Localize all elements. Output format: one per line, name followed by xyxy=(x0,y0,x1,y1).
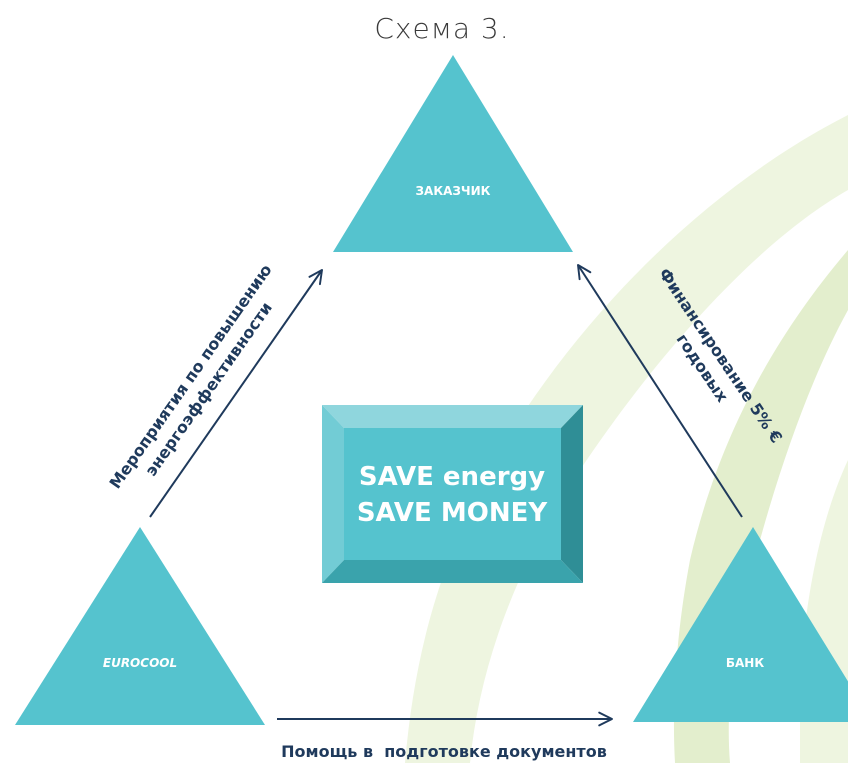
bevel-left-face xyxy=(322,405,344,583)
edge-label-bottom: Помощь в подготовке документов xyxy=(281,742,607,761)
edge-label-left: Мероприятия по повышению энергоэффективн… xyxy=(106,261,276,493)
arrow-eurocool-to-customer xyxy=(149,269,323,518)
leaf-shape-outer xyxy=(405,115,848,763)
bevel-bottom-face xyxy=(322,560,583,583)
node-eurocool-label: EUROCOOL xyxy=(103,656,177,670)
triangle-customer-shape xyxy=(333,55,573,252)
node-customer-label: ЗАКАЗЧИК xyxy=(416,184,491,198)
triangle-eurocool-shape xyxy=(15,527,265,725)
bevel-top-face xyxy=(322,405,583,428)
node-eurocool: EUROCOOL xyxy=(15,527,265,725)
edge-label-left-line2: энергоэффективности xyxy=(141,298,276,479)
bevel-center-face xyxy=(344,428,561,560)
node-customer: ЗАКАЗЧИК xyxy=(333,55,573,252)
diagram-title: Схема 3. xyxy=(374,12,509,45)
node-bank-label: БАНК xyxy=(726,656,764,670)
center-bevel-box: SAVE energy SAVE MONEY xyxy=(322,405,583,583)
arrow-bank-to-customer xyxy=(577,264,743,518)
node-bank: БАНК xyxy=(633,527,848,722)
bevel-right-face xyxy=(561,405,583,583)
triangle-bank-shape xyxy=(633,527,848,722)
center-text-line2: SAVE MONEY xyxy=(357,498,549,528)
center-text-line1: SAVE energy xyxy=(359,462,545,492)
